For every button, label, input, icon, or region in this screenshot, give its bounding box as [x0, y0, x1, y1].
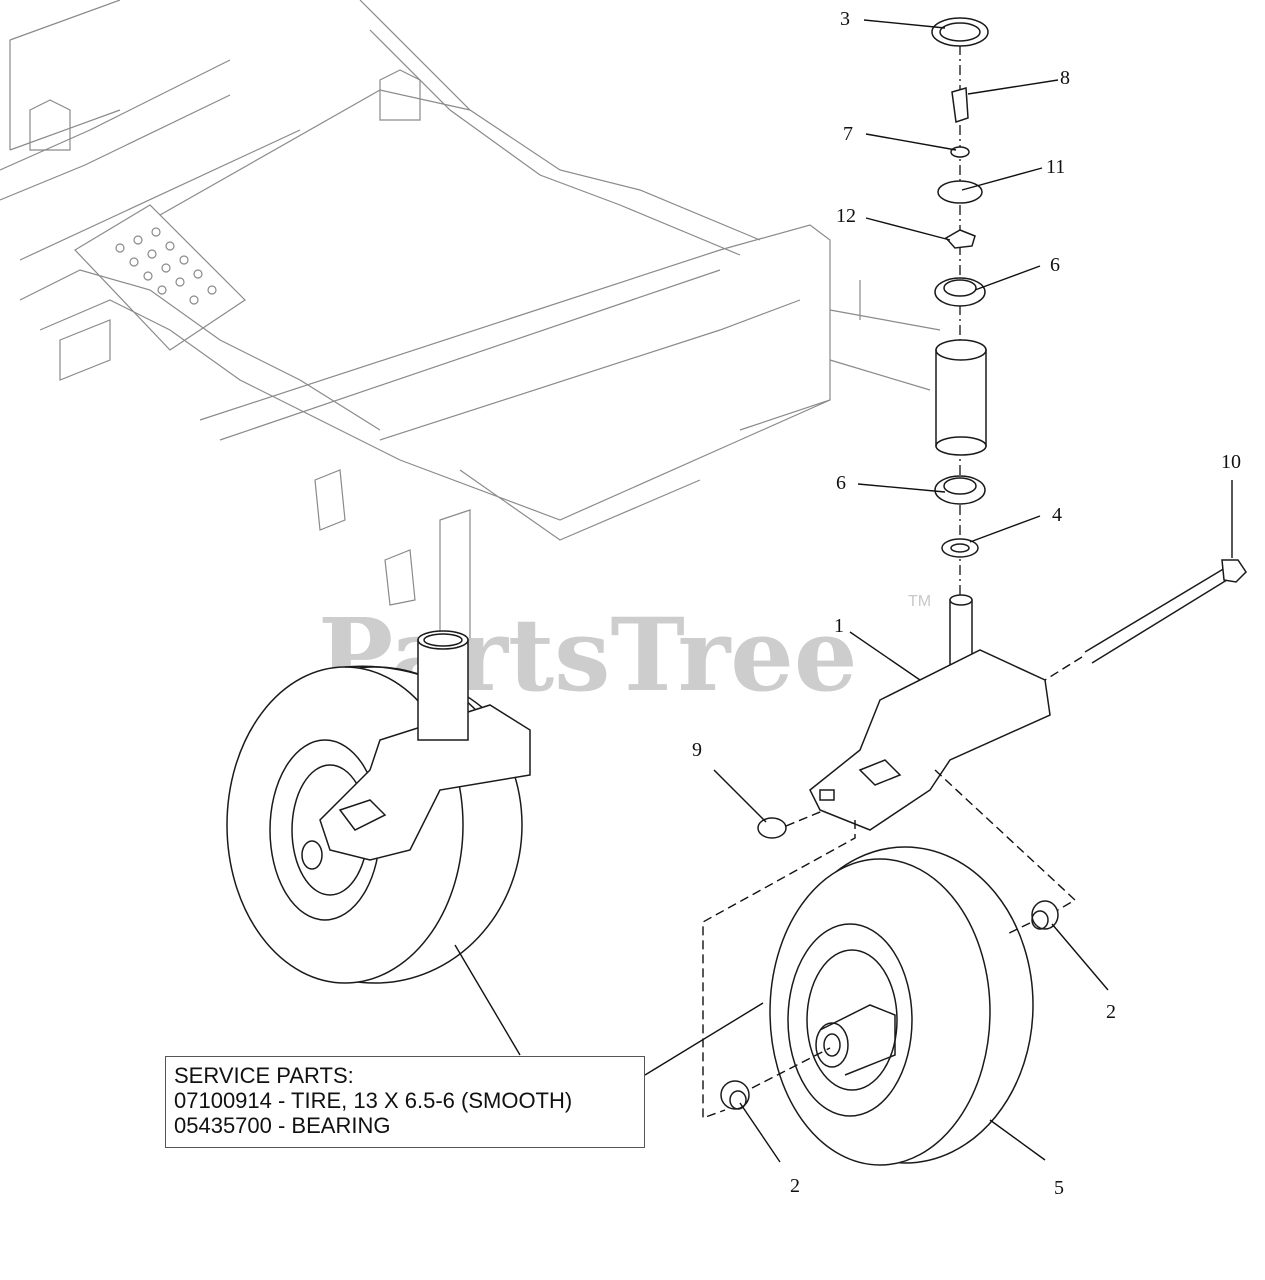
callout-8: 8 — [1060, 67, 1070, 89]
bushing-left — [720, 1080, 750, 1110]
callout-4: 4 — [1052, 504, 1062, 526]
bearing-lower — [934, 475, 986, 505]
tire-wheel — [769, 846, 1034, 1166]
grease-fitting — [951, 87, 969, 123]
watermark-tm: TM — [908, 593, 931, 610]
caster-fork — [809, 594, 1051, 831]
lock-washer — [950, 146, 970, 158]
callout-3: 3 — [840, 8, 850, 30]
callout-6-upper: 6 — [1050, 254, 1060, 276]
bushing-right — [1031, 900, 1059, 930]
retaining-ring — [944, 229, 976, 249]
spacer-tube — [935, 349, 987, 447]
exploded-parts — [702, 17, 1247, 1166]
callout-2-left: 2 — [790, 1175, 800, 1197]
axle-bolt — [1044, 559, 1247, 681]
callout-7: 7 — [843, 123, 853, 145]
bearing-upper — [934, 277, 986, 307]
callout-5: 5 — [1054, 1177, 1064, 1199]
thrust-washer — [941, 538, 979, 558]
service-part-tire: 07100914 - TIRE, 13 X 6.5-6 (SMOOTH) — [174, 1088, 573, 1113]
foot-plate-holes — [115, 227, 217, 305]
mower-frame — [0, 0, 941, 651]
callout-1: 1 — [834, 615, 844, 637]
service-parts-box: SERVICE PARTS: 07100914 - TIRE, 13 X 6.5… — [165, 1056, 645, 1148]
lock-nut — [757, 817, 787, 839]
callout-11: 11 — [1046, 156, 1065, 178]
callout-6-lower: 6 — [836, 472, 846, 494]
callout-labels: 3 8 7 11 12 6 6 4 10 1 9 2 2 5 — [692, 8, 1241, 1199]
service-parts-heading: SERVICE PARTS: — [174, 1063, 354, 1088]
callout-9: 9 — [692, 739, 702, 761]
callout-12: 12 — [836, 205, 856, 227]
left-caster-wheel-assembly — [226, 630, 531, 984]
service-part-bearing: 05435700 - BEARING — [174, 1113, 391, 1138]
callout-10: 10 — [1221, 451, 1241, 473]
flat-washer — [937, 180, 983, 204]
leader-lines — [454, 19, 1233, 1163]
callout-2-right: 2 — [1106, 1001, 1116, 1023]
